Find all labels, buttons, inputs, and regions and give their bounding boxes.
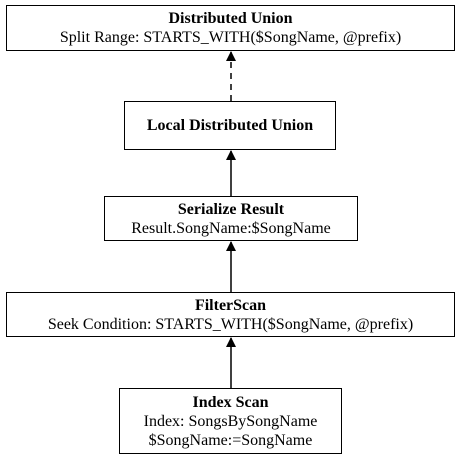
- node-detail: Seek Condition: STARTS_WITH($SongName, @…: [47, 315, 414, 333]
- node-title: Index Scan: [192, 393, 269, 411]
- node-detail: Result.SongName:$SongName: [131, 219, 331, 237]
- node-local-distributed-union: Local Distributed Union: [124, 101, 336, 150]
- node-detail: Index: SongsBySongName: [143, 412, 318, 430]
- node-distributed-union: Distributed Union Split Range: STARTS_WI…: [6, 5, 455, 51]
- node-title: Distributed Union: [168, 10, 293, 27]
- node-detail: $SongName:=SongName: [148, 431, 313, 449]
- node-filter-scan: FilterScan Seek Condition: STARTS_WITH($…: [6, 292, 455, 337]
- node-serialize-result: Serialize Result Result.SongName:$SongNa…: [104, 196, 358, 241]
- node-title: FilterScan: [194, 296, 267, 314]
- node-title: Local Distributed Union: [146, 117, 314, 134]
- node-index-scan: Index Scan Index: SongsBySongName $SongN…: [119, 388, 342, 454]
- node-title: Serialize Result: [177, 200, 285, 218]
- node-detail: Split Range: STARTS_WITH($SongName, @pre…: [59, 29, 402, 46]
